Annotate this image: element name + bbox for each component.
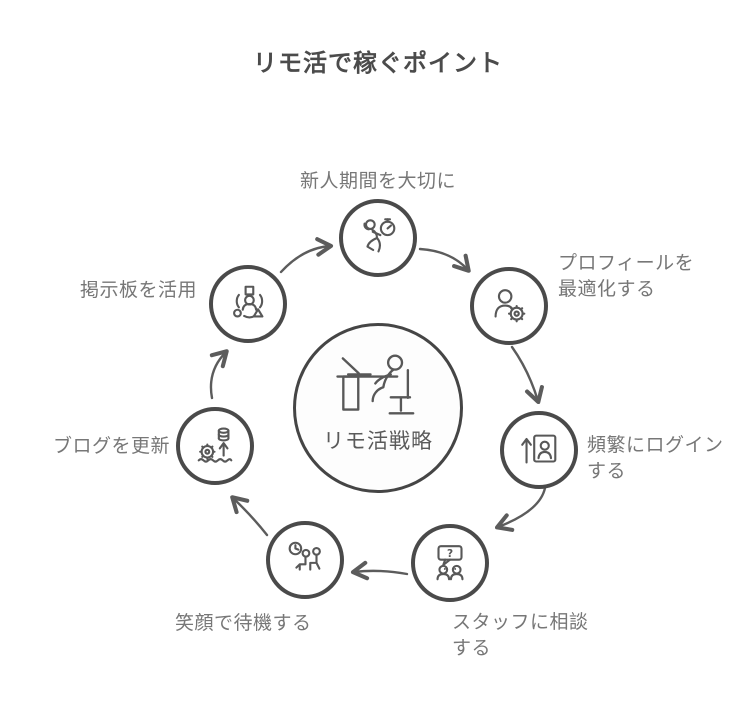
page-title: リモ活で稼ぐポイント: [253, 50, 503, 77]
node-bulletin-board: [209, 265, 287, 343]
node-profile: [470, 267, 548, 345]
running-stopwatch-icon: [363, 218, 396, 253]
svg-text:?: ?: [447, 548, 453, 560]
remote-work-desk-icon: [336, 354, 415, 415]
arrow-profile-to-login: [510, 345, 544, 405]
center-label: リモ活戦略: [323, 430, 433, 453]
node-label-smile-wait: 笑顔で待機する: [175, 613, 312, 634]
node-smile-wait: [266, 521, 344, 599]
profile-upload-icon: [521, 434, 557, 464]
node-label-bulletin-board: 掲示板を活用: [79, 280, 197, 301]
node-label-blog-update: ブログを更新: [52, 436, 170, 457]
question-chat-icon: ?: [436, 545, 464, 581]
arrow-top-to-profile: [418, 247, 471, 273]
node-label-staff-consult: スタッフに相談 する: [452, 612, 589, 659]
node-newbie-period: [339, 199, 417, 277]
community-shapes-icon: [233, 285, 264, 319]
waiting-clock-icon: [288, 541, 321, 571]
arrow-board-to-top: [279, 237, 334, 274]
gear-upload-coins-icon: [197, 427, 233, 463]
arrow-staff-to-smile: [350, 560, 409, 581]
arrow-login-to-staff: [495, 486, 547, 532]
node-blog-update: [176, 407, 254, 485]
center-circle: リモ活戦略: [293, 323, 463, 493]
node-staff-consult: ?: [411, 524, 489, 602]
node-label-newbie-period: 新人期間を大切に: [299, 171, 456, 192]
user-gear-icon: [494, 289, 526, 323]
arrow-smile-to-blog: [230, 495, 269, 537]
node-label-login: 頻繁にログイン する: [587, 435, 724, 482]
arrow-blog-to-board: [209, 349, 229, 400]
node-login: [500, 411, 578, 489]
node-label-profile: プロフィールを 最適化する: [558, 253, 695, 300]
